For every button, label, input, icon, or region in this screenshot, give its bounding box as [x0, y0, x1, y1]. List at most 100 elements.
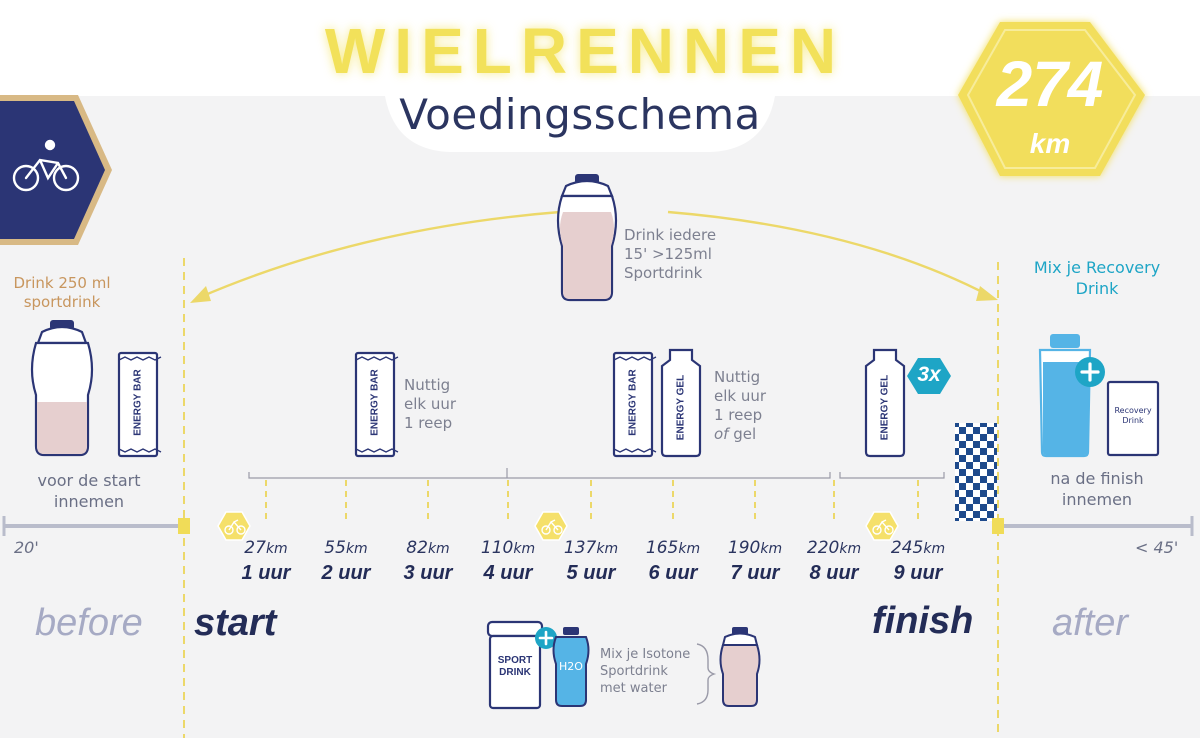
- km-label: 190km: [715, 538, 795, 558]
- hour-label: 4 uur: [483, 562, 533, 584]
- note-line: of gel: [714, 425, 766, 444]
- km-unit: km: [427, 541, 450, 557]
- distance-value: 274: [996, 48, 1104, 120]
- note-line: Recovery: [1114, 406, 1152, 415]
- km-label: 110km: [468, 538, 548, 558]
- before-time: 20': [14, 538, 39, 557]
- km-label: 82km: [388, 538, 468, 558]
- km-unit: km: [923, 541, 946, 557]
- energy-bar-label: ENERGY BAR: [369, 369, 381, 436]
- water-label: H2O: [559, 660, 583, 673]
- before-drink-note: Drink 250 ml sportdrink: [0, 274, 124, 312]
- km-label: 27km: [226, 538, 306, 558]
- note-line: Sportdrink: [600, 664, 668, 679]
- bottle-icon: [556, 174, 618, 302]
- shaker-icon: [1038, 334, 1092, 458]
- distance-badge: [958, 22, 1145, 176]
- km-unit: km: [839, 541, 862, 557]
- km-value: 55: [324, 538, 346, 558]
- note-line: innemen: [53, 492, 125, 511]
- note-line: Sportdrink: [624, 264, 703, 282]
- after-mix-note: Mix je Recovery Drink: [1030, 257, 1164, 299]
- hour-label: 2 uur: [321, 562, 371, 584]
- bar-note: Nuttig elk uur 1 reep: [404, 376, 456, 433]
- note-line: sportdrink: [23, 293, 101, 311]
- timeline-cyclist-marker: [217, 511, 251, 541]
- energy-bar-icon: [354, 351, 399, 458]
- hour-label: 5 uur: [566, 562, 616, 584]
- km-unit: km: [513, 541, 536, 557]
- note-line: na de finish: [1050, 469, 1144, 488]
- note-line: Drink 250 ml: [13, 274, 111, 292]
- quantity-badge: [907, 358, 951, 394]
- finish-cap: [992, 518, 1004, 534]
- energy-bar-label: ENERGY BAR: [132, 369, 144, 436]
- hour-label: 8 uur: [809, 562, 859, 584]
- hour-label: 7 uur: [730, 562, 780, 584]
- hour-label: 6 uur: [648, 562, 698, 584]
- note-line: Nuttig: [714, 368, 761, 386]
- after-take-note: na de finish innemen: [1030, 468, 1164, 510]
- cyclist-icon: [12, 139, 80, 192]
- note-line: 1 reep: [404, 414, 453, 432]
- arc-arrow-right: [976, 286, 998, 301]
- km-unit: km: [678, 541, 701, 557]
- km-value: 137: [563, 538, 597, 558]
- segment-brackets: [248, 468, 945, 479]
- note-line: met water: [600, 681, 667, 696]
- km-label: 220km: [794, 538, 874, 558]
- energy-gel-label: ENERGY GEL: [879, 374, 891, 441]
- energy-gel-label: ENERGY GEL: [675, 374, 687, 441]
- km-unit: km: [596, 541, 619, 557]
- note-line: SPORT: [497, 655, 533, 666]
- note-line: Mix je Isotone: [600, 647, 691, 662]
- energy-bar-icon: [612, 351, 657, 458]
- note-line: voor de start: [37, 471, 141, 490]
- km-label: 245km: [878, 538, 958, 558]
- note-line: elk uur: [714, 387, 767, 405]
- powder-tub-icon: [486, 620, 544, 710]
- note-line: elk uur: [404, 395, 457, 413]
- km-unit: km: [265, 541, 288, 557]
- note-or: of: [714, 425, 729, 443]
- note-line: Nuttig: [404, 376, 451, 394]
- timeline-cyclist-marker: [534, 511, 568, 541]
- mix-brace: [696, 643, 717, 705]
- timeline-cyclist-marker: [865, 511, 899, 541]
- finish-flag-icon: [955, 423, 997, 521]
- note-line: DRINK: [499, 667, 531, 678]
- km-value: 245: [890, 538, 924, 558]
- hour-label: 1 uur: [241, 562, 291, 584]
- distance-unit: km: [1029, 128, 1071, 159]
- drink-interval-note: Drink iedere 15' >125ml Sportdrink: [624, 226, 716, 283]
- note-line: Mix je Recovery: [1033, 258, 1161, 277]
- energy-bar-icon: [117, 351, 162, 458]
- bottle-icon: [719, 627, 761, 707]
- km-value: 220: [806, 538, 840, 558]
- km-value: 82: [406, 538, 428, 558]
- quantity-badge-label: 3x: [917, 363, 941, 386]
- mix-note: Mix je Isotone Sportdrink met water: [600, 646, 690, 697]
- plus-icon: [1075, 357, 1105, 387]
- water-bottle-icon: [552, 627, 590, 707]
- bottle-icon: [30, 320, 94, 457]
- hour-tick-marks: [265, 480, 919, 523]
- km-label: 137km: [551, 538, 631, 558]
- plus-icon: [535, 627, 557, 649]
- note-gel: gel: [733, 425, 757, 443]
- drink-interval-arc: [197, 210, 991, 300]
- note-line: Drink: [1122, 416, 1144, 425]
- page-subtitle: Voedingsschema: [399, 90, 761, 139]
- hour-label: 9 uur: [893, 562, 943, 584]
- note-line: innemen: [1061, 490, 1133, 509]
- energy-gel-icon: [864, 348, 906, 458]
- bar-or-gel-note: Nuttig elk uur 1 reep of gel: [714, 368, 766, 444]
- page-title: WIELRENNEN: [324, 15, 846, 87]
- after-time: < 45': [1135, 538, 1179, 557]
- start-label: start: [194, 602, 277, 644]
- km-unit: km: [345, 541, 368, 557]
- note-line: Drink iedere: [624, 226, 717, 244]
- before-label: before: [35, 602, 143, 644]
- energy-gel-icon: [660, 348, 702, 458]
